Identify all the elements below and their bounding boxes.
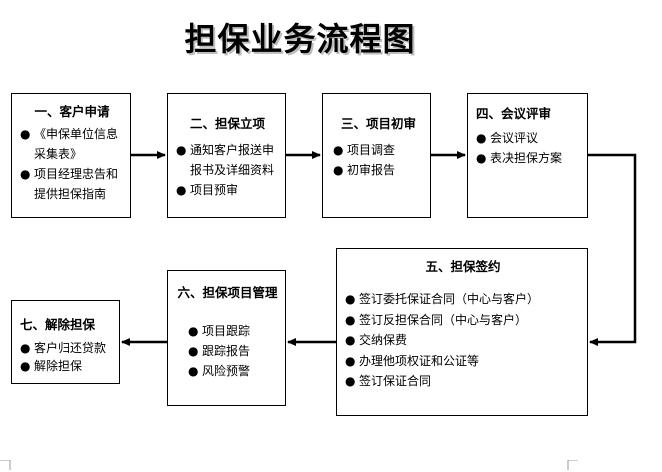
step-item: ●风险预警 — [176, 361, 279, 381]
step-item: ●客户归还贷款 — [20, 341, 107, 355]
step-item: ●会议评议 — [476, 128, 581, 148]
bullet-icon: ● — [188, 364, 199, 378]
step-box-initial-review: 三、项目初审 ●项目调查 ●初审报告 — [322, 93, 431, 218]
bullet-icon: ● — [476, 151, 487, 165]
bullet-icon: ● — [188, 344, 199, 358]
bullet-icon: ● — [20, 167, 31, 181]
bullet-icon: ● — [476, 131, 487, 145]
crop-mark-icon — [567, 460, 578, 470]
step-item: ●办理他项权证和公证等 — [345, 351, 581, 372]
step-heading: 六、担保项目管理 — [177, 285, 278, 300]
bullet-icon: ● — [20, 127, 31, 141]
arrow-step4-to-step5 — [588, 153, 637, 346]
bullet-icon: ● — [345, 292, 356, 306]
step-heading: 五、担保签约 — [425, 259, 501, 274]
step-heading: 一、客户申请 — [34, 104, 110, 119]
step-item: ●跟踪报告 — [176, 341, 279, 361]
step-box-meeting-review: 四、会议评审 ●会议评议 ●表决担保方案 — [467, 93, 588, 218]
step-item: ●交纳保费 — [345, 330, 581, 351]
bullet-icon: ● — [333, 163, 344, 177]
bullet-icon: ● — [345, 353, 356, 368]
step-box-release-guarantee: 七、解除担保 ●客户归还贷款 ●解除担保 — [11, 300, 120, 384]
step-box-guarantee-project-setup: 二、担保立项 ●通知客户报送申报书及详细资料 ●项目预审 — [167, 93, 286, 218]
step-box-guarantee-signing: 五、担保签约 ●签订委托保证合同（中心与客户） ●签订反担保合同（中心与客户） … — [336, 248, 588, 416]
step-item: ●项目经理忠告和提供担保指南 — [20, 164, 124, 204]
bullet-icon: ● — [333, 143, 344, 157]
step-item: ●签订反担保合同（中心与客户） — [345, 310, 581, 331]
step-item: ●解除担保 — [20, 359, 83, 373]
bullet-icon: ● — [188, 324, 199, 338]
page-title: 担保业务流程图 — [184, 20, 416, 58]
step-item: ●表决担保方案 — [476, 148, 581, 168]
step-box-project-management: 六、担保项目管理 ●项目跟踪 ●跟踪报告 ●风险预警 — [167, 270, 286, 406]
bullet-icon: ● — [20, 359, 31, 373]
step-item: ●初审报告 — [333, 160, 424, 180]
bullet-icon: ● — [176, 183, 187, 197]
bullet-icon: ● — [176, 143, 187, 157]
step-item: ●项目调查 — [333, 140, 424, 160]
step-item: ●项目跟踪 — [176, 321, 279, 341]
step-box-customer-application: 一、客户申请 ●《申保单位信息采集表》 ●项目经理忠告和提供担保指南 — [11, 93, 131, 218]
step-item: ●项目预审 — [176, 180, 279, 200]
crop-mark-icon — [0, 460, 11, 470]
step-item: ●签订保证合同 — [345, 371, 581, 392]
step-heading: 三、项目初审 — [340, 116, 416, 131]
step-item: ●通知客户报送申报书及详细资料 — [176, 140, 279, 180]
step-heading: 二、担保立项 — [189, 116, 265, 131]
bullet-icon: ● — [345, 312, 356, 327]
step-item: ●签订委托保证合同（中心与客户） — [345, 289, 581, 310]
step-heading: 七、解除担保 — [20, 317, 96, 332]
bullet-icon: ● — [345, 333, 356, 347]
bullet-icon: ● — [20, 341, 31, 355]
bullet-icon: ● — [345, 374, 356, 388]
step-item: ●《申保单位信息采集表》 — [20, 124, 124, 164]
step-heading: 四、会议评审 — [476, 106, 552, 121]
